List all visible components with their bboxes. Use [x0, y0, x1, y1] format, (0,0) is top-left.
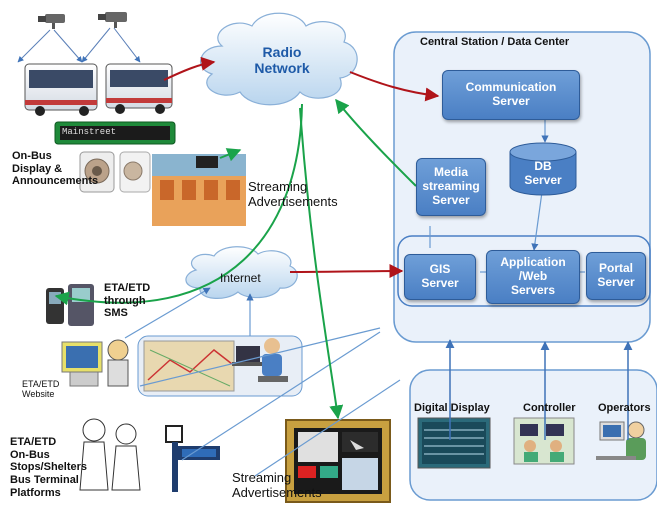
digital-display-label: Digital Display: [414, 402, 490, 414]
operator-icon: [596, 421, 646, 460]
eta-sms-line3: SMS: [104, 307, 128, 320]
passengers-icon: [79, 418, 141, 491]
media-server-line2: streaming: [422, 179, 480, 194]
eta-stops-line2: On-Bus: [10, 448, 50, 461]
radio-network-cloud: [200, 12, 358, 106]
bus-stop-display-icon: [165, 425, 220, 492]
app-server-line2: /Web: [518, 269, 548, 284]
portal-server-line2: Server: [597, 275, 635, 289]
bus-icon: [24, 63, 98, 116]
streaming-ads-label-bottom: Streaming Advertisements: [232, 470, 322, 501]
gis-server-line2: Server: [421, 276, 459, 290]
media-server-line3: Server: [432, 192, 470, 207]
comm-server-line1: Communication: [465, 80, 557, 95]
internet-label: Internet: [220, 271, 261, 285]
bus-icon: [105, 63, 173, 114]
eta-stops-line1: ETA/ETD: [10, 436, 57, 448]
eta-web-line1: ETA/ETD: [22, 379, 60, 389]
speaker-icon: [119, 151, 151, 193]
mobile-phone-icon: [68, 284, 94, 326]
app-server-line1: Application: [500, 255, 566, 270]
eta-sms-label: ETA/ETD through SMS: [104, 282, 150, 320]
media-server-line1: Media: [433, 165, 468, 180]
portal-server-line1: Portal: [598, 261, 633, 276]
eta-stops-line4: Bus Terminal: [10, 473, 79, 486]
db-server-line2: Server: [524, 172, 562, 187]
controller-label: Controller: [523, 402, 576, 414]
mobile-phone-icon: [46, 288, 64, 324]
app-server-line3: Servers: [510, 282, 556, 297]
onbus-line3: Announcements: [12, 175, 99, 188]
operators-label: Operators: [598, 402, 651, 414]
bus-interior-image: [152, 154, 246, 226]
internet-cloud: [185, 246, 298, 299]
streaming-top-line1: Streaming: [248, 179, 308, 194]
controller-image: [513, 417, 575, 465]
streaming-bottom-line2: Advertisements: [232, 484, 322, 500]
bus-display-text: Mainstreet: [62, 127, 117, 137]
radio-network-line2: Network: [254, 60, 310, 77]
camera-icon: [98, 12, 127, 28]
radio-network-label: Radio Network: [240, 44, 324, 76]
radio-network-line1: Radio: [262, 44, 302, 60]
comm-server-line2: Server: [492, 94, 530, 108]
db-server-line1: DB: [534, 159, 552, 173]
eta-sms-line1: ETA/ETD: [104, 282, 151, 294]
gis-server-line1: GIS: [429, 262, 451, 277]
map-image: [143, 340, 235, 392]
computer-user-icon: [61, 339, 129, 387]
speaker-icon: [79, 151, 115, 193]
eta-website-label: ETA/ETD Website: [22, 379, 59, 400]
streaming-ads-label-top: Streaming Advertisements: [248, 179, 338, 210]
digital-display-image: [417, 417, 491, 469]
streaming-monitor-image: [285, 419, 391, 503]
eta-web-line2: Website: [22, 389, 55, 400]
eta-sms-line2: through: [104, 294, 146, 307]
db-server-cylinder: [509, 142, 577, 196]
eta-stops-line3: Stops/Shelters: [10, 461, 88, 474]
onbus-display-label: On-Bus Display & Announcements: [12, 150, 98, 188]
db-server-label: DB Server: [508, 159, 578, 188]
streaming-top-line2: Advertisements: [248, 193, 338, 209]
onbus-line2: Display &: [12, 162, 63, 175]
streaming-bottom-line1: Streaming: [232, 470, 292, 485]
onbus-line1: On-Bus: [12, 150, 52, 162]
camera-icon: [38, 14, 65, 29]
eta-stops-line5: Platforms: [10, 486, 61, 499]
eta-stops-label: ETA/ETD On-Bus Stops/Shelters Bus Termin…: [10, 436, 87, 499]
central-station-title: Central Station / Data Center: [420, 36, 570, 48]
